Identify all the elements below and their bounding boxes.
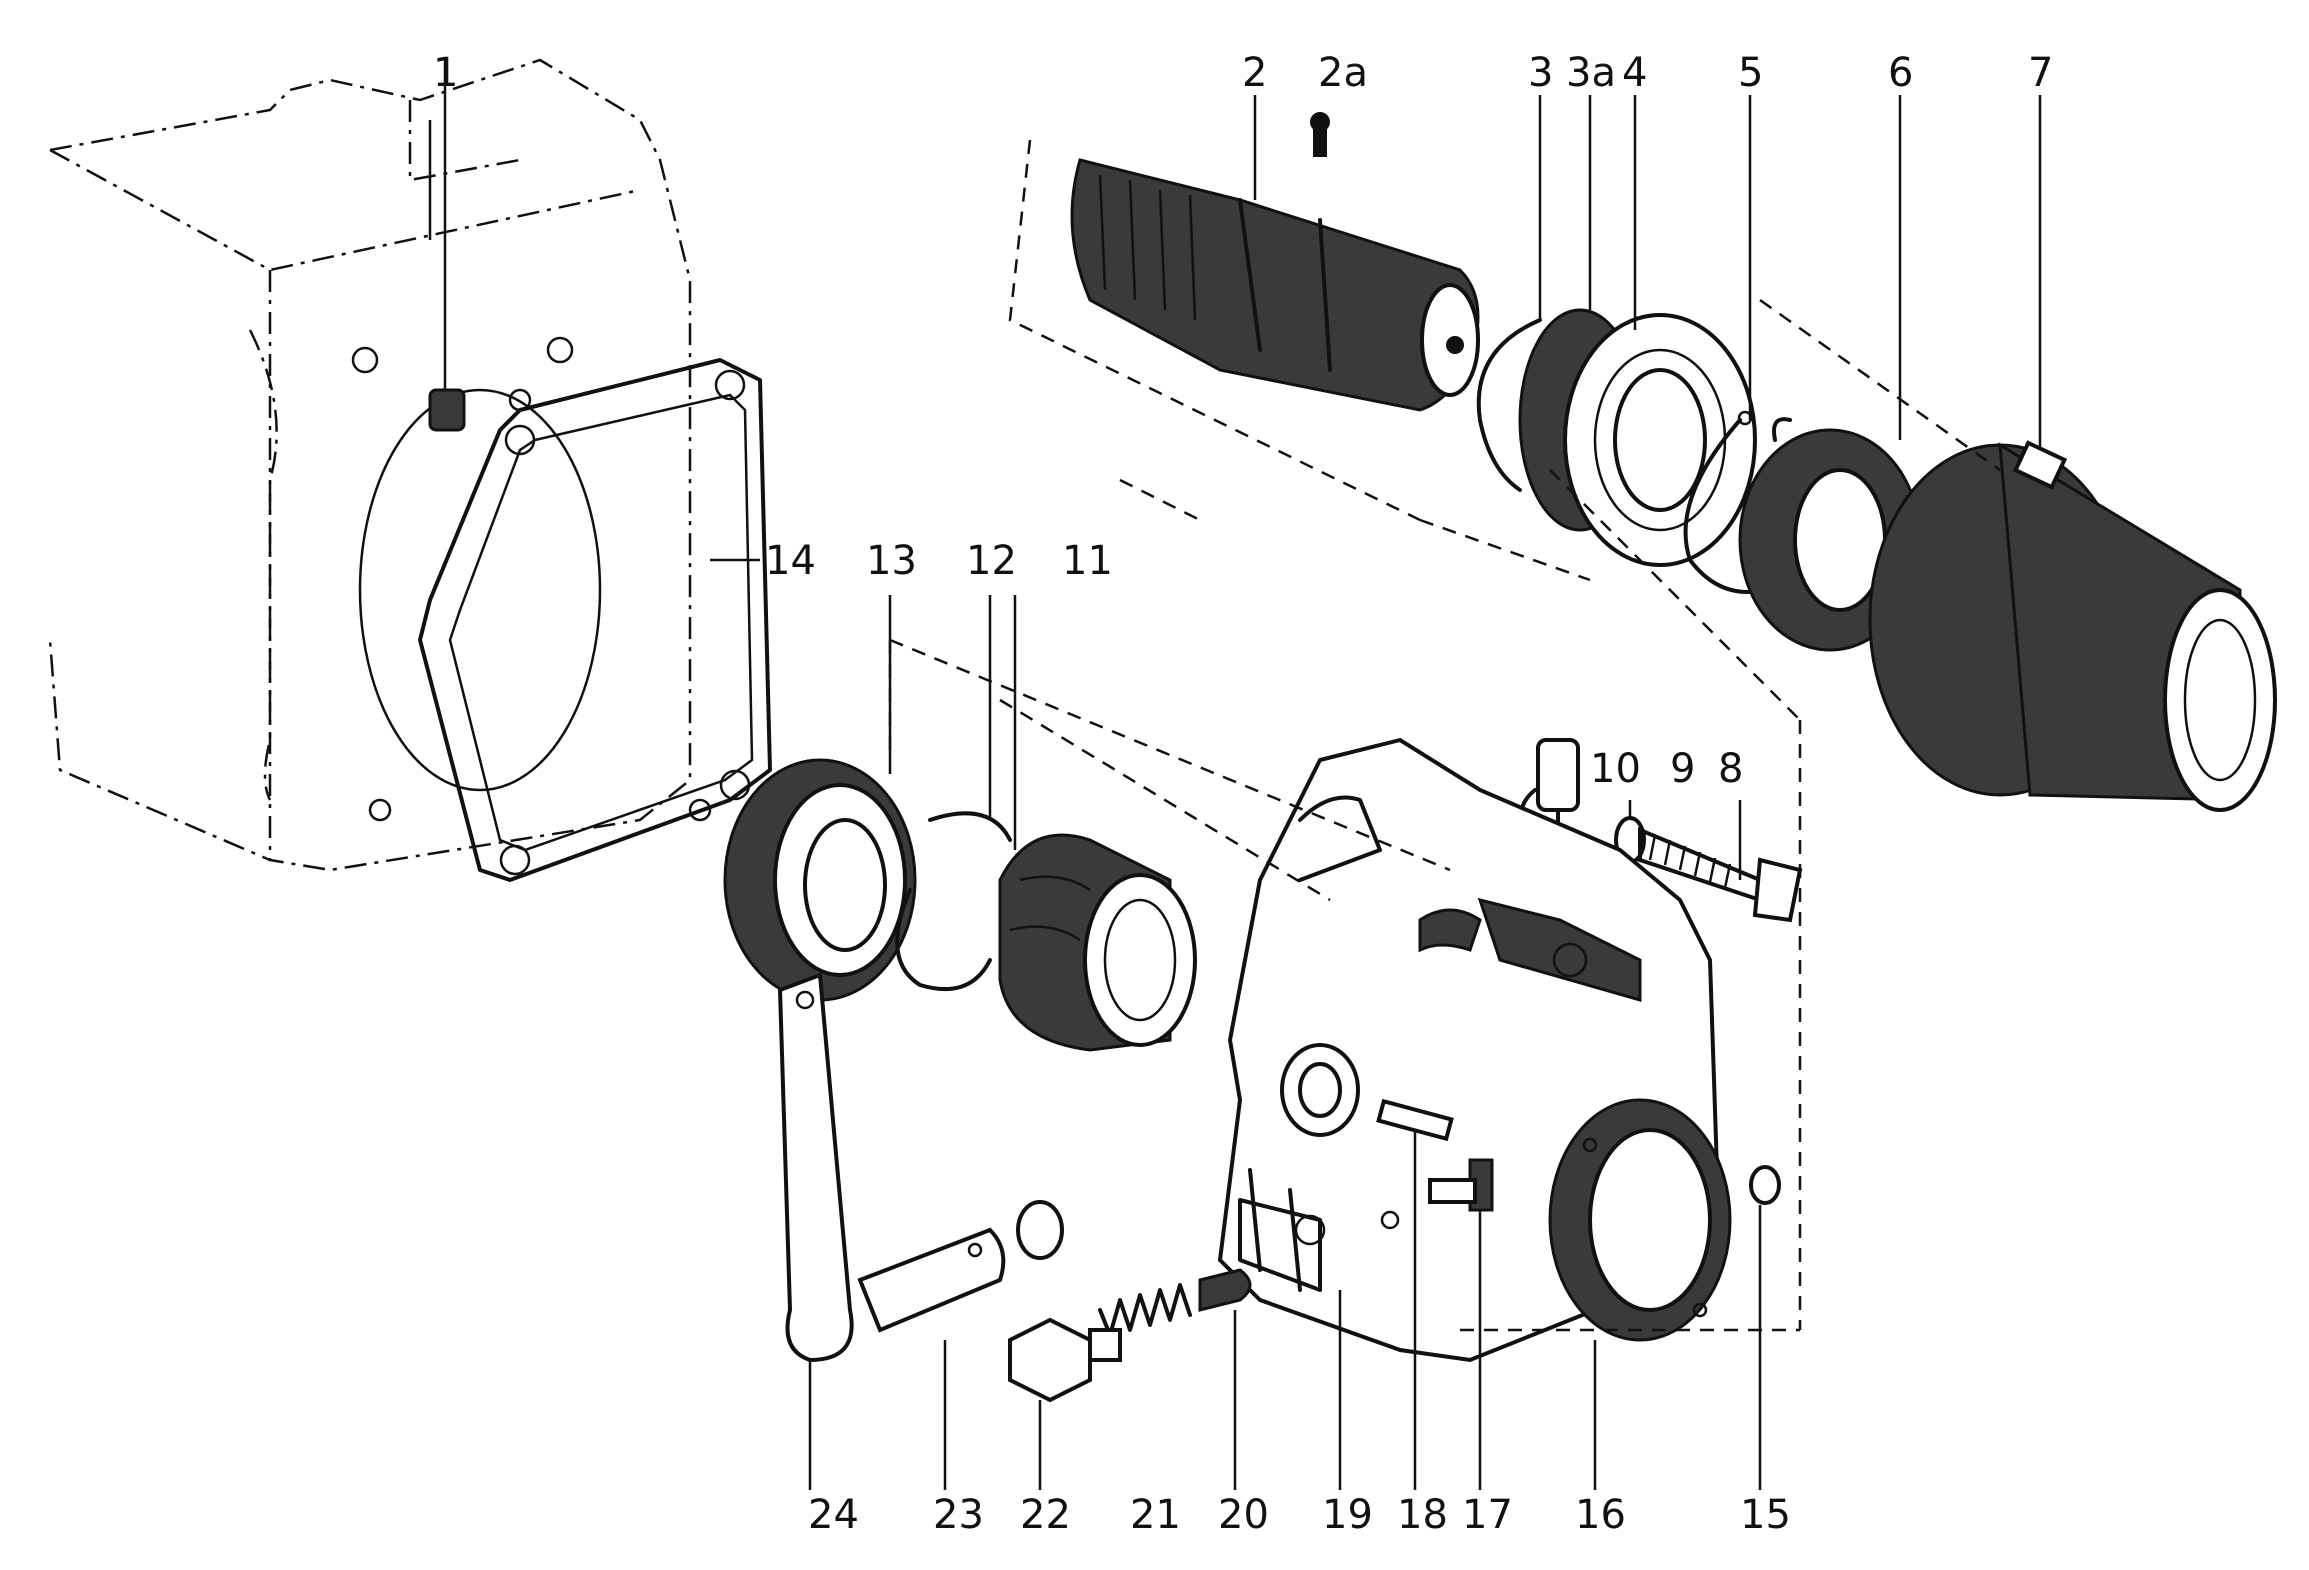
label-2a: 2a <box>1318 50 1368 96</box>
part-12-circlip <box>895 811 1012 992</box>
label-12: 12 <box>966 538 1017 584</box>
label-3: 3 <box>1528 50 1553 96</box>
label-9: 9 <box>1670 746 1695 792</box>
label-2: 2 <box>1242 50 1267 96</box>
label-17: 17 <box>1462 1492 1513 1538</box>
part-15-plug <box>1749 1165 1781 1205</box>
leader-lines <box>710 95 2042 1490</box>
label-19: 19 <box>1322 1492 1373 1538</box>
label-22: 22 <box>1020 1492 1071 1538</box>
part-20-detent-plunger <box>1198 1268 1252 1312</box>
part-17-pin <box>1428 1158 1494 1212</box>
label-7: 7 <box>2028 50 2053 96</box>
part-22-bolt <box>1008 1317 1122 1403</box>
part-21-spring <box>1098 1283 1192 1337</box>
label-18: 18 <box>1397 1492 1448 1538</box>
part-1-plug <box>428 60 466 432</box>
label-4: 4 <box>1622 50 1647 96</box>
part-16-bearing-flange <box>1548 1098 1732 1342</box>
part-19-bracket <box>1238 1198 1322 1292</box>
part-7-flange-housing <box>1868 440 2277 812</box>
label-11: 11 <box>1062 538 1113 584</box>
label-8: 8 <box>1718 746 1743 792</box>
assembly-lines <box>888 139 2001 1332</box>
label-1: 1 <box>433 50 458 96</box>
label-16: 16 <box>1575 1492 1626 1538</box>
part-3-circlip <box>1476 318 1542 492</box>
label-24: 24 <box>808 1492 859 1538</box>
label-3a: 3a <box>1566 50 1616 96</box>
part-23-o-ring <box>1016 1200 1064 1260</box>
part-13-bearing <box>723 758 917 1002</box>
part-14-gasket <box>418 358 772 882</box>
part-4-bearing <box>1563 313 1757 567</box>
transmission-housing <box>48 58 692 872</box>
label-20: 20 <box>1218 1492 1269 1538</box>
part-11-sleeve <box>998 833 1197 1052</box>
part-18-pin <box>1376 1098 1454 1142</box>
label-15: 15 <box>1740 1492 1791 1538</box>
label-14: 14 <box>765 538 816 584</box>
part-2a-screw <box>1310 112 1330 157</box>
label-21: 21 <box>1130 1492 1181 1538</box>
part-24-lever <box>777 972 1006 1363</box>
part-labels: 1 2 2a 3 3a 4 5 6 7 14 13 12 11 10 9 8 2… <box>433 50 2053 1538</box>
label-5: 5 <box>1738 50 1763 96</box>
label-10: 10 <box>1590 746 1641 792</box>
part-8-bolt <box>1638 827 1803 923</box>
label-6: 6 <box>1888 50 1913 96</box>
label-23: 23 <box>933 1492 984 1538</box>
label-13: 13 <box>866 538 917 584</box>
part-2-splined-shaft <box>1070 158 1480 412</box>
